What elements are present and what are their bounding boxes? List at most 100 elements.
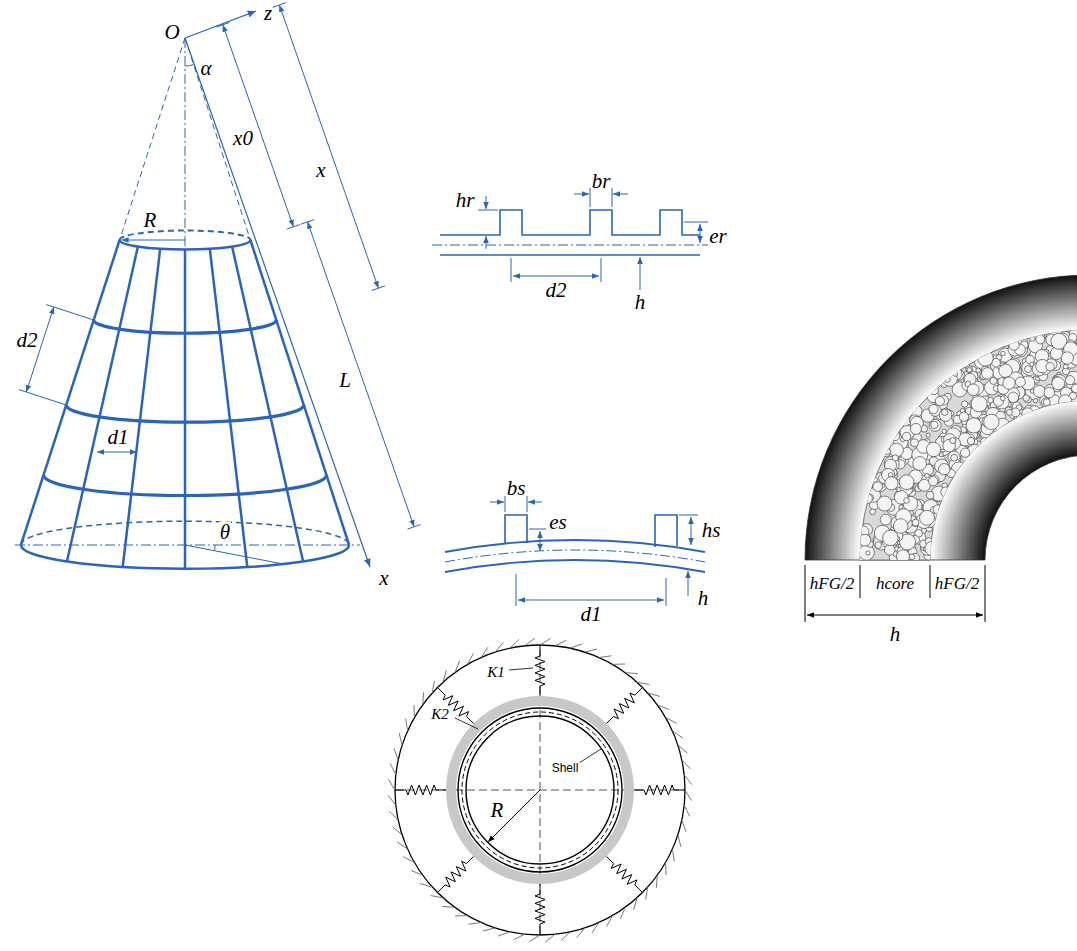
foam-cell [884, 448, 890, 454]
fixed-hatch [388, 795, 396, 805]
stringer-section-part [679, 515, 698, 516]
foam-cell [1044, 387, 1055, 398]
stringer-section-part [540, 531, 541, 551]
foam-cell [912, 519, 919, 526]
dimension-line [308, 222, 415, 527]
foam-cell [899, 475, 914, 490]
ring-stiffener-section-part [440, 254, 700, 256]
fixed-hatch [406, 719, 408, 731]
stiffness-label: K2 [430, 707, 450, 722]
stringer-section-part [691, 517, 692, 545]
foam-cell [1025, 366, 1032, 373]
fixed-hatch [388, 779, 395, 790]
fixed-hatch [637, 682, 649, 684]
spring [607, 688, 643, 724]
spring [607, 857, 643, 893]
ring-stiffener-section-part [486, 196, 487, 209]
stringer-section-part [528, 502, 542, 503]
dimension-label: h [697, 588, 710, 609]
foam-cell [1030, 336, 1035, 341]
foam-cell [982, 368, 994, 380]
thickness-label: h [889, 624, 902, 645]
fixed-hatch [432, 681, 434, 693]
fixed-hatch [394, 748, 398, 760]
foam-cell [885, 477, 898, 490]
foam-cell [961, 401, 967, 407]
dimension-label: es [548, 512, 568, 533]
dimension-tick [216, 23, 300, 230]
angle-label: α [199, 58, 212, 79]
dimension-label: bs [506, 478, 527, 499]
foam-cell [950, 438, 956, 444]
fixed-hatch [525, 638, 535, 646]
stringer-section-part [490, 502, 504, 503]
stringer-section-part [529, 529, 546, 530]
foam-cell [880, 514, 891, 525]
fixed-hatch [684, 805, 690, 816]
foam-cell [1046, 363, 1054, 371]
foam-cell [1059, 395, 1072, 408]
dimension-label: br [591, 171, 612, 192]
foam-cell [891, 431, 900, 440]
foam-cell [1000, 396, 1005, 401]
fg-sandwich-section [805, 275, 1077, 622]
thickness-label: hFG/2 [934, 575, 980, 592]
fixed-hatch [399, 733, 402, 745]
fixed-hatch [625, 672, 638, 674]
foam-cell [920, 510, 935, 525]
thickness-label: hFG/2 [809, 575, 855, 592]
fixed-hatch [682, 760, 691, 769]
foam-cell [966, 366, 973, 373]
foam-cells [854, 325, 1077, 566]
stringer-section-part [518, 600, 664, 601]
dimension-label: L [338, 370, 352, 391]
dimension-label: d2 [545, 280, 568, 301]
foam-cell [984, 414, 999, 429]
fixed-hatch [666, 718, 677, 724]
foam-cell [925, 541, 939, 555]
foam-cell [981, 438, 989, 446]
elastic-foundation-part [395, 645, 685, 935]
foam-cell [929, 405, 938, 414]
foam-cell [1072, 384, 1077, 392]
fixed-hatch [495, 643, 503, 653]
fixed-hatch [455, 661, 460, 673]
radius-label: R [143, 210, 158, 231]
extension-line [19, 305, 94, 406]
elastic-foundation-part [488, 790, 540, 842]
ring-stiffener-section-part [700, 224, 701, 243]
fixed-hatch [665, 863, 666, 876]
fixed-hatch [673, 731, 683, 738]
foam-cell [945, 377, 951, 383]
foam-cell [1009, 340, 1019, 350]
fixed-hatch [481, 647, 488, 657]
foam-cell [873, 482, 883, 492]
elastic-foundation-part [455, 668, 601, 763]
spring [395, 785, 446, 795]
stringer-section-part [445, 560, 705, 572]
fixed-hatch [555, 640, 566, 646]
foam-cell [1001, 351, 1006, 356]
foam-cell [884, 545, 895, 556]
foam-cell [931, 421, 938, 428]
foam-cell [942, 429, 946, 433]
fixed-hatch [685, 790, 692, 801]
foam-cell [925, 473, 930, 478]
foam-cell [966, 418, 981, 433]
foam-cell [976, 368, 981, 373]
fixed-hatch [682, 820, 686, 832]
foam-cell [1061, 352, 1073, 364]
theta-line [185, 545, 283, 564]
stringer [123, 249, 161, 567]
fixed-hatch [422, 692, 424, 705]
elastic-foundation-part [451, 701, 629, 879]
foam-cell [897, 550, 910, 563]
elastic-foundation-part [458, 708, 622, 872]
thickness-label: hcore [875, 575, 915, 592]
fixed-hatch [613, 664, 626, 665]
foam-cell [902, 432, 910, 440]
stringer-section-part [445, 550, 705, 562]
dimension-label: er [708, 226, 728, 247]
